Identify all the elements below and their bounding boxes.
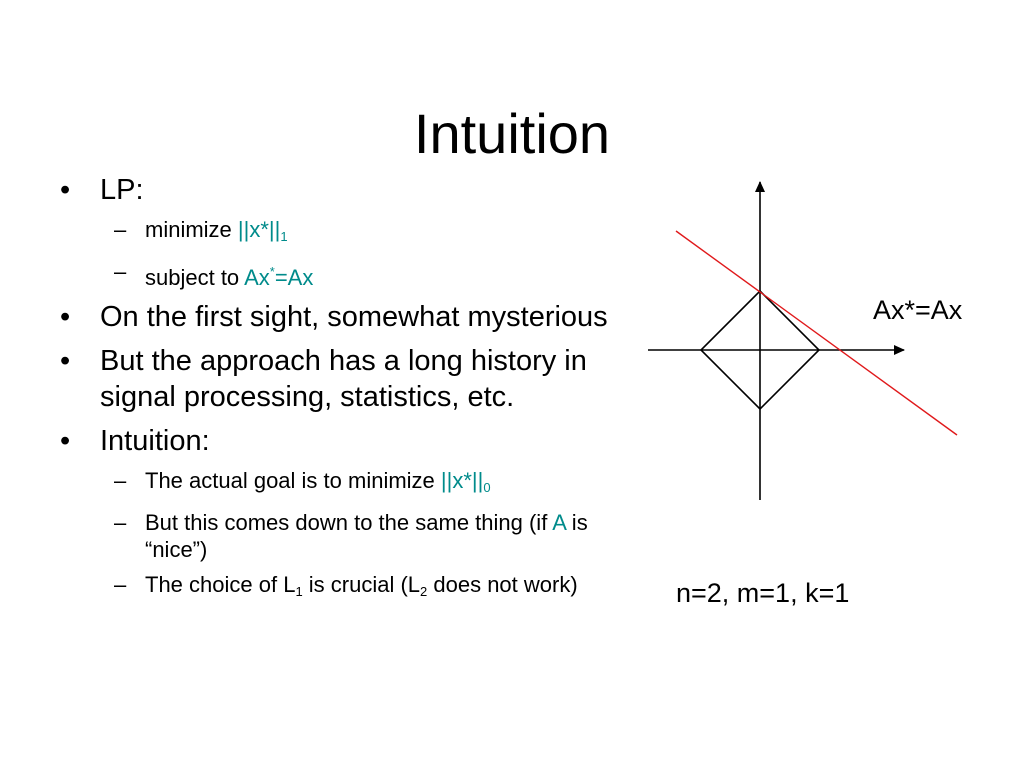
bullet-history: • But the approach has a long history in… xyxy=(56,343,656,415)
bullet-intuition-text: Intuition: xyxy=(100,425,210,457)
dash-marker: – xyxy=(114,572,127,597)
sub-bullet-minimize: – minimize ||x*||1 xyxy=(56,216,656,250)
goal-prefix: The actual goal is to minimize xyxy=(145,468,441,493)
matrix-a-symbol: A xyxy=(552,510,566,535)
bullet-list: • LP: – minimize ||x*||1 – subject to Ax… xyxy=(56,172,656,613)
bullet-marker: • xyxy=(60,425,71,457)
bullet-history-text: But the approach has a long history in s… xyxy=(100,345,587,413)
bullet-lp: • LP: xyxy=(56,172,656,208)
dash-marker: – xyxy=(114,259,127,284)
sub-bullet-choice: – The choice of L1 is crucial (L2 does n… xyxy=(56,571,656,605)
sub-bullet-subject-to: – subject to Ax*=Ax xyxy=(56,258,656,291)
same-thing-text-a: But this comes down to the same thing (i… xyxy=(145,510,553,535)
constraint-expr: Ax*=Ax xyxy=(244,264,314,290)
bullet-lp-text: LP: xyxy=(100,174,144,206)
bullet-marker: • xyxy=(60,301,71,333)
l1-norm-expr: ||x*||1 xyxy=(237,217,288,244)
sub-bullet-goal: – The actual goal is to minimize ||x*||0 xyxy=(56,467,656,501)
same-thing-text-b: is “nice”) xyxy=(145,510,588,562)
dimensions-label: n=2, m=1, k=1 xyxy=(676,578,850,608)
dash-marker: – xyxy=(114,468,127,493)
l0-norm-expr: ||x*||0 xyxy=(440,468,491,495)
bullet-intuition: • Intuition: xyxy=(56,423,656,459)
bullet-marker: • xyxy=(60,174,71,206)
bullet-first-sight-text: On the first sight, somewhat mysterious xyxy=(100,301,608,333)
bullet-first-sight: • On the first sight, somewhat mysteriou… xyxy=(56,299,656,335)
choice-text: The choice of L1 is crucial (L2 does not… xyxy=(145,572,578,599)
subject-to-prefix: subject to xyxy=(145,265,245,290)
constraint-line-label: Ax*=Ax xyxy=(873,295,963,325)
minimize-prefix: minimize xyxy=(145,217,238,242)
sub-bullet-same-thing: – But this comes down to the same thing … xyxy=(56,509,656,563)
l1-ball-diamond xyxy=(699,289,821,411)
constraint-line xyxy=(675,230,958,436)
slide-title: Intuition xyxy=(413,102,611,165)
dash-marker: – xyxy=(114,217,127,242)
dash-marker: – xyxy=(114,510,127,535)
bullet-marker: • xyxy=(60,345,71,377)
